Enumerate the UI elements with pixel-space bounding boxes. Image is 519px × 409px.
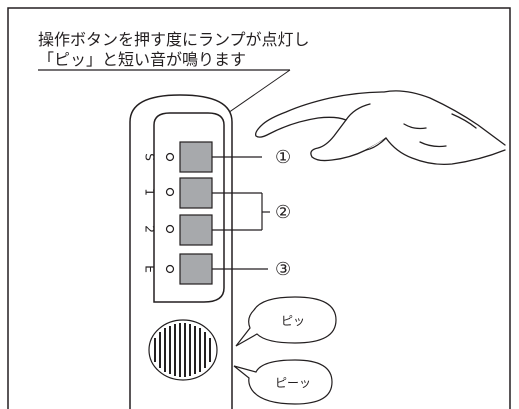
lamp-s — [165, 152, 175, 162]
lamp-2 — [165, 224, 175, 234]
speech-bubble-short — [235, 296, 337, 347]
button-1[interactable] — [179, 177, 213, 209]
button-2[interactable] — [179, 214, 213, 246]
button-s[interactable] — [179, 141, 213, 173]
callout-2: ② — [275, 202, 291, 223]
button-e[interactable] — [179, 253, 213, 285]
short-beep-text: ピッ — [281, 314, 305, 328]
callout-3: ③ — [275, 259, 291, 280]
speaker-grille — [148, 319, 218, 381]
lamp-label-2: 2 — [143, 225, 157, 233]
lamp-1 — [165, 187, 175, 197]
lamp-e — [165, 264, 175, 274]
caption-line-2: 「ピッ」と短い音が鳴ります — [38, 50, 247, 69]
pointing-hand-icon — [255, 90, 506, 166]
lamp-label-s: S — [143, 153, 157, 161]
long-beep-text: ピーッ — [275, 376, 311, 390]
outer-frame — [7, 7, 511, 409]
speech-bubble-long — [233, 359, 333, 405]
caption-line-1: 操作ボタンを押す度にランプが点灯し — [38, 30, 310, 49]
lamp-label-e: E — [143, 265, 157, 273]
lamp-label-1: 1 — [143, 188, 157, 196]
callout-1: ① — [275, 147, 291, 168]
